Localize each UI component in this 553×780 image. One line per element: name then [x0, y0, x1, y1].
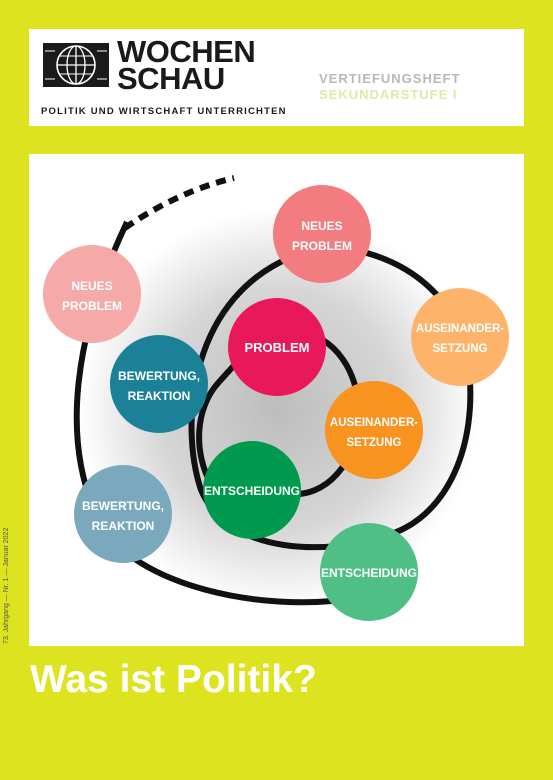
background-shadow — [79, 209, 479, 609]
bubble-outer-auseinandersetzung: AUSEINANDER- SETZUNG — [411, 288, 509, 386]
dashed-continuation — [123, 175, 235, 231]
school-level: SEKUNDARSTUFE I — [319, 87, 458, 102]
bubble-inner-auseinandersetzung: AUSEINANDER- SETZUNG — [325, 381, 423, 479]
bubble-outer-bewertung: BEWERTUNG, REAKTION — [74, 465, 172, 563]
bubble-label: PROBLEM — [62, 299, 122, 313]
bubble-label: REAKTION — [128, 389, 191, 403]
bubble-inner-bewertung: BEWERTUNG, REAKTION — [110, 335, 208, 433]
bubble-label: REAKTION — [92, 519, 155, 533]
bubble-label: ENTSCHEIDUNG — [321, 566, 417, 580]
illustration-panel: PROBLEM AUSEINANDER- SETZUNG ENTSCHEIDUN… — [29, 154, 524, 646]
bubble-outer-neues-problem: NEUES PROBLEM — [273, 185, 371, 283]
issue-info: 73. Jahrgang — Nr. 1 — Januar 2022 — [3, 527, 10, 644]
bubble-far-neues-problem: NEUES PROBLEM — [43, 245, 141, 343]
bubble-label: PROBLEM — [245, 340, 310, 355]
bubble-inner-entscheidung: ENTSCHEIDUNG — [203, 441, 301, 539]
bubble-label: NEUES — [71, 279, 112, 293]
brand-line-1: WOCHEN — [117, 34, 256, 69]
bubble-label: NEUES — [301, 219, 342, 233]
bubble-inner-problem: PROBLEM — [228, 298, 326, 396]
bubble-label: AUSEINANDER- — [416, 323, 504, 335]
bubble-label: AUSEINANDER- — [330, 417, 418, 429]
bubble-label: PROBLEM — [292, 239, 352, 253]
bubble-label: SETZUNG — [433, 343, 488, 355]
bubble-label: ENTSCHEIDUNG — [204, 484, 300, 498]
bubble-label: SETZUNG — [347, 437, 402, 449]
heft-type: VERTIEFUNGSHEFT — [319, 71, 461, 86]
bubble-label: BEWERTUNG, — [118, 369, 200, 383]
brand-name: WOCHEN SCHAU — [117, 34, 256, 96]
brand-line-2: SCHAU — [117, 61, 225, 96]
issue-title: Was ist Politik? — [30, 658, 317, 701]
tagline: POLITIK UND WIRTSCHAFT UNTERRICHTEN — [41, 106, 287, 117]
globe-logo-icon — [43, 43, 109, 87]
masthead: WOCHEN SCHAU POLITIK UND WIRTSCHAFT UNTE… — [29, 29, 524, 126]
bubble-outer-entscheidung: ENTSCHEIDUNG — [320, 523, 418, 621]
bubble-label: BEWERTUNG, — [82, 499, 164, 513]
politics-cycle-diagram: PROBLEM AUSEINANDER- SETZUNG ENTSCHEIDUN… — [43, 175, 509, 621]
